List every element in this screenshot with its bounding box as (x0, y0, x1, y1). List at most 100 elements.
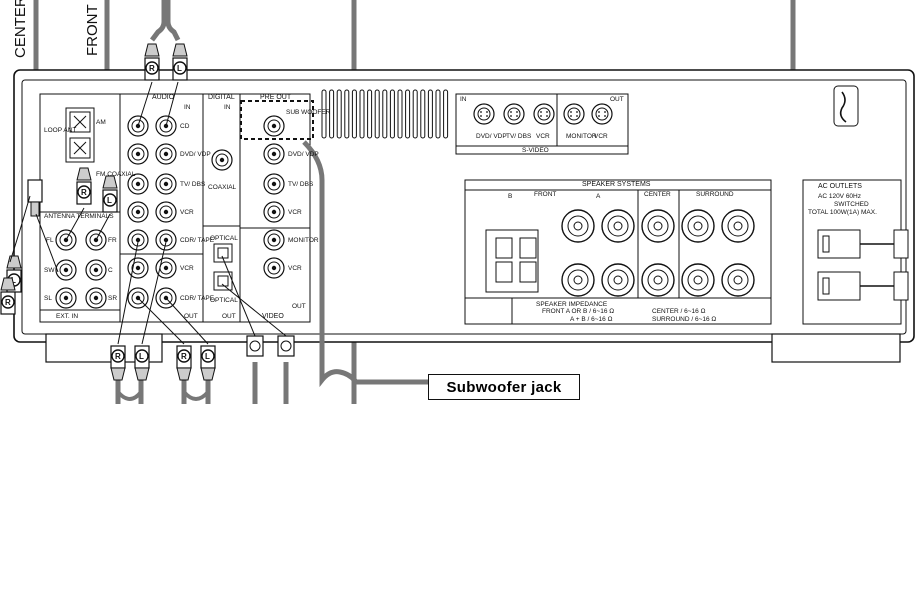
label-am: AM (96, 119, 106, 126)
binding-post (601, 263, 635, 297)
ext-label: SL (44, 295, 52, 302)
vent-slot (443, 89, 449, 139)
vent-slot (336, 89, 342, 139)
svideo-jack (503, 103, 525, 125)
ext-label: SR (108, 295, 117, 302)
rca-plug-left: L (200, 345, 216, 381)
audio-in-jack-r (127, 229, 149, 251)
svideo-jack (533, 103, 555, 125)
svg-text:L: L (11, 276, 16, 285)
vent-slot (389, 89, 395, 139)
ext-label: SW (44, 267, 55, 274)
speaker-binding-posts (495, 209, 755, 297)
subwoofer-highlight-box (240, 100, 314, 140)
rca-jacks (55, 115, 285, 309)
label-center: CENTER (644, 191, 671, 198)
vent-slot (427, 89, 433, 139)
vent-slot (321, 89, 327, 139)
panel-labels: AUDIO IN DIGITAL IN PRE OUT SUB WOOFER C… (44, 94, 877, 323)
svideo-label: MONITOR (566, 133, 597, 140)
bottom-cables (115, 140, 428, 404)
video-label: DVD/ VDP (288, 151, 319, 158)
vent-slot (367, 89, 373, 139)
audio-out-jack-r (127, 257, 149, 279)
spring-clip (495, 261, 513, 283)
spring-clip (495, 237, 513, 259)
label-svideo-in: IN (460, 96, 467, 103)
audio-in-jack-r (127, 201, 149, 223)
binding-post (721, 209, 755, 243)
label-spk-b: B (508, 193, 512, 200)
vent-slot (420, 89, 426, 139)
label-ac-spec: AC 120V 60Hz (818, 193, 861, 200)
vent-slot (405, 89, 411, 139)
svideo-label: VCR (536, 133, 550, 140)
ext-label: FR (108, 237, 117, 244)
power-cord-clamp (833, 85, 859, 127)
label-spk-a: A (596, 193, 601, 200)
video-label: VCR (288, 209, 302, 216)
video-jack (263, 173, 285, 195)
label-video-out: OUT (292, 303, 306, 310)
label-imp-title: SPEAKER IMPEDANCE (536, 301, 608, 308)
binding-post (561, 263, 595, 297)
svg-text:L: L (139, 352, 144, 361)
label-audio-out: OUT (184, 313, 198, 320)
svideo-jack (473, 103, 495, 125)
video-label: TV/ DBS (288, 181, 314, 188)
rca-plug-left: L (134, 345, 150, 381)
video-plug (277, 335, 295, 357)
rca-plug-left: L (102, 175, 118, 213)
label-antenna: ANTENNA TERMINALS (44, 213, 114, 220)
svg-text:R: R (5, 298, 11, 307)
video-jack (263, 143, 285, 165)
svg-text:L: L (205, 352, 210, 361)
subwoofer-jack (263, 115, 285, 137)
label-imp-front2: A + B / 6~16 Ω (570, 316, 613, 323)
front-edge-label: FRONT (84, 4, 101, 56)
svideo-label: TV/ DBS (506, 133, 532, 140)
ext-label: C (108, 267, 113, 274)
label-imp-center: CENTER / 6~16 Ω (652, 308, 706, 315)
label-svideo-out: OUT (610, 96, 624, 103)
label-imp-surround: SURROUND / 6~16 Ω (652, 316, 716, 323)
video-jack (263, 229, 285, 251)
spring-clip (519, 261, 537, 283)
label-digital: DIGITAL (208, 94, 235, 101)
label-speaker-systems: SPEAKER SYSTEMS (582, 181, 651, 188)
label-loop-ant: LOOP ANT (44, 127, 76, 134)
rca-plug-left: L (172, 43, 188, 81)
vent-slot (412, 89, 418, 139)
audio-in-jack-r (127, 143, 149, 165)
label-digital-in: IN (224, 104, 231, 111)
ext-label: FL (46, 237, 54, 244)
label-ac-total: TOTAL 100W(1A) MAX. (808, 209, 877, 216)
svg-text:L: L (107, 196, 112, 205)
spring-clip (519, 237, 537, 259)
label-sub: SUB WOOFER (286, 109, 331, 116)
svideo-label: DVD/ VDP (476, 133, 507, 140)
rca-plug-right: R (144, 43, 160, 81)
label-digital-out: OUT (222, 313, 236, 320)
label-surround: SURROUND (696, 191, 734, 198)
rca-plug-right: R (110, 345, 126, 381)
svg-text:R: R (149, 64, 155, 73)
label-coaxial: COAXIAL (208, 184, 237, 191)
ext-in-jack (85, 259, 107, 281)
signal-cables (9, 81, 287, 345)
subwoofer-jack-callout: Subwoofer jack (428, 374, 580, 400)
label-front: FRONT (534, 191, 556, 198)
chassis (13, 69, 915, 363)
vent-slot (397, 89, 403, 139)
audio-out-label: VCR (180, 265, 194, 272)
ext-in-jack (85, 287, 107, 309)
audio-in-jack-l (155, 201, 177, 223)
vent-slot (329, 89, 335, 139)
label-optical-1: OPTICAL (210, 235, 238, 242)
binding-post (681, 209, 715, 243)
label-optical-2: OPTICAL (210, 297, 238, 304)
loop-antenna-terminal (65, 107, 95, 163)
